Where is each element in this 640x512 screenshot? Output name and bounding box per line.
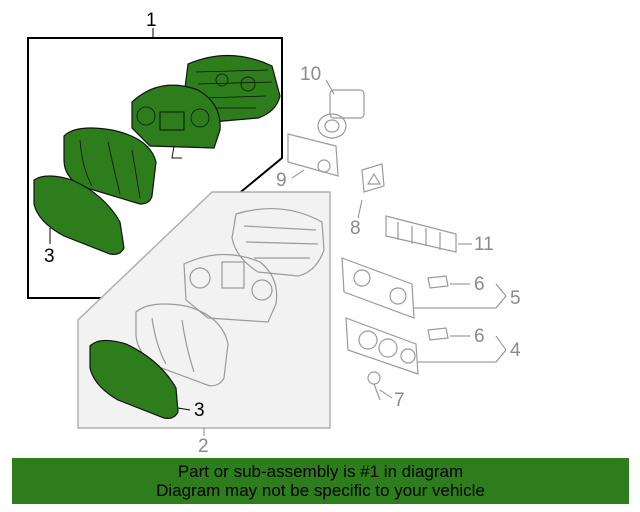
callout-11: 11 [474,234,494,255]
cluster-2-circuit-board[interactable] [183,253,278,323]
hazard-switch-8[interactable] [361,163,385,193]
callout-6-lower: 6 [474,326,485,347]
switch-panel-9[interactable] [287,133,339,177]
ignition-switch-10[interactable] [317,89,365,139]
callout-10: 10 [300,64,321,85]
button-insert-6b[interactable] [427,327,449,341]
button-insert-6a[interactable] [427,275,449,289]
cluster-display-lens[interactable] [63,127,157,205]
callout-8: 8 [350,218,361,239]
callout-6-upper: 6 [474,274,485,295]
callout-9: 9 [276,170,287,191]
banner-line-2: Diagram may not be specific to your vehi… [156,481,485,500]
cluster-lens-cover-2[interactable] [89,339,179,419]
callout-2: 2 [198,436,209,457]
callout-3-upper: 3 [44,246,55,267]
leader-lines [49,28,191,411]
banner-line-1: Part or sub-assembly is #1 in diagram [177,462,464,481]
callout-5: 5 [510,288,521,309]
parts-diagram: 1 2 3 3 4 5 6 6 7 8 9 10 11 [27,10,521,457]
cluster-lens-cover-1[interactable] [33,175,125,255]
callout-7: 7 [394,390,405,411]
switch-bar-11[interactable] [385,215,457,253]
callout-3-lower: 3 [194,400,205,421]
climate-control-5[interactable] [341,257,415,319]
climate-control-4[interactable] [345,317,419,375]
leader-lines-grey [203,79,507,436]
info-banner: Part or sub-assembly is #1 in diagram Di… [12,458,629,504]
screw-7[interactable] [367,371,381,401]
callout-1: 1 [146,10,157,31]
callout-4: 4 [510,340,521,361]
